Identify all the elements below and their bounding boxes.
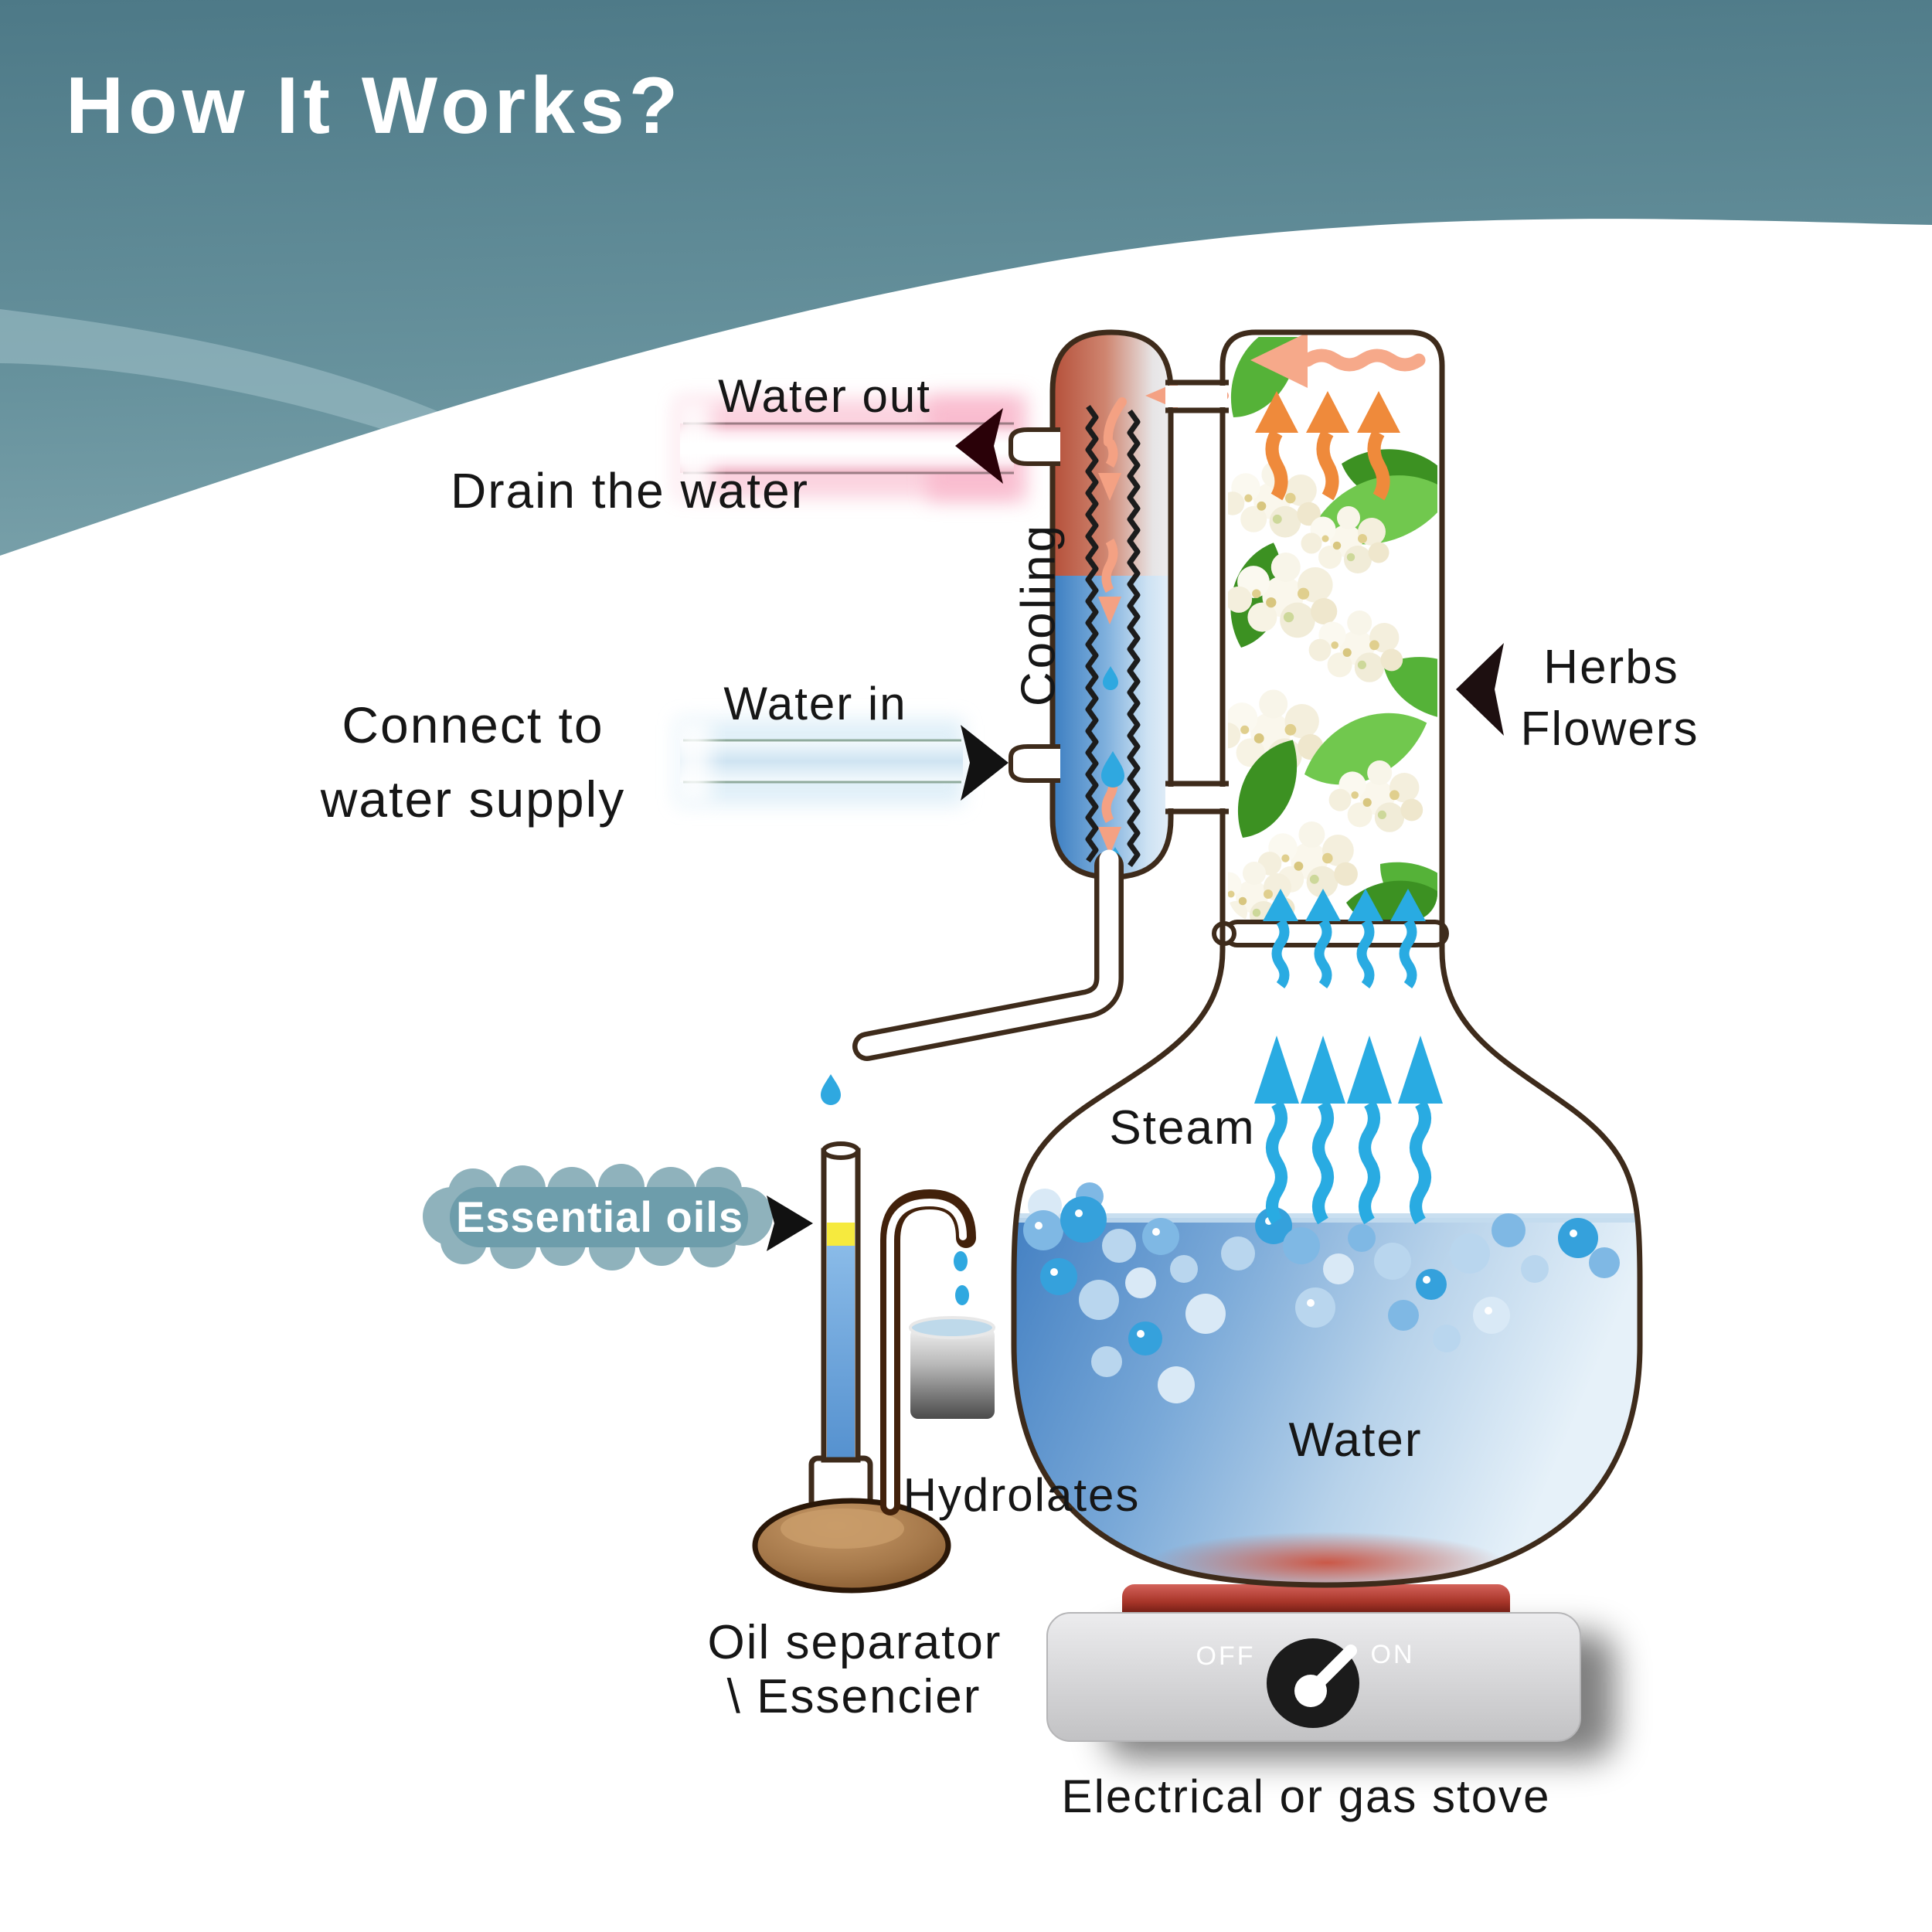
stove bbox=[1046, 1584, 1615, 1760]
distillate-droplet bbox=[821, 1074, 841, 1105]
condensate-arrows bbox=[1098, 397, 1127, 855]
hydrolates-label: Hydrolates bbox=[903, 1469, 1141, 1521]
herbs-label-line2: Flowers bbox=[1520, 702, 1699, 756]
vapor-arrows bbox=[1250, 332, 1426, 501]
oil-separator bbox=[752, 1141, 995, 1594]
separator-tube bbox=[821, 1141, 861, 1463]
hydrolates-cup bbox=[909, 1316, 995, 1419]
column-connectors bbox=[1165, 379, 1229, 815]
condenser-coil bbox=[1085, 404, 1141, 868]
water-in-label: Water in bbox=[723, 678, 907, 730]
still-vessel bbox=[1005, 308, 1654, 1604]
essential-oils-pointer-icon bbox=[767, 1196, 813, 1251]
cooling-label: Cooling bbox=[1012, 522, 1066, 707]
pipe-stubs bbox=[1009, 427, 1060, 783]
herbs-pointer-icon bbox=[1456, 643, 1504, 736]
stove-knob-icon[interactable] bbox=[1267, 1638, 1359, 1728]
oil-separator-label-line1: Oil separator bbox=[707, 1616, 1002, 1669]
stove-on-label: ON bbox=[1370, 1640, 1415, 1669]
hydrolate-hook-pipe bbox=[880, 1189, 976, 1515]
herbs-label-line1: Herbs bbox=[1543, 641, 1679, 694]
essential-oil-layer bbox=[827, 1223, 855, 1246]
steam-arrows-upper bbox=[1263, 889, 1426, 988]
header-accent-curve bbox=[0, 309, 514, 467]
water-in-arrow-icon bbox=[961, 725, 1009, 801]
water-in-pipe bbox=[675, 719, 964, 805]
oil-separator-label-line2: \ Essencier bbox=[726, 1670, 981, 1723]
stove-caption: Electrical or gas stove bbox=[1061, 1770, 1551, 1822]
condenser-outlet-pipe bbox=[852, 849, 1124, 1061]
steam-arrows-lower bbox=[1254, 1036, 1443, 1225]
connect-label-line1: Connect to bbox=[342, 696, 604, 753]
condenser-column bbox=[1049, 329, 1229, 880]
stove-off-label: OFF bbox=[1196, 1641, 1256, 1671]
hydrolate-layer bbox=[827, 1246, 855, 1459]
essential-oils-label: Essential oils bbox=[456, 1192, 743, 1241]
connect-label-line2: water supply bbox=[320, 770, 626, 828]
water-label: Water bbox=[1288, 1413, 1423, 1467]
water-out-label: Water out bbox=[718, 370, 931, 422]
drain-water-label: Drain the water bbox=[451, 463, 809, 519]
page-title: How It Works? bbox=[66, 61, 683, 151]
bubbles bbox=[1023, 1182, 1620, 1403]
steam-label: Steam bbox=[1109, 1101, 1256, 1155]
essential-oils-cloud bbox=[423, 1164, 773, 1270]
pointer-arrows bbox=[767, 408, 1504, 1251]
water-out-arrow-icon bbox=[955, 408, 1003, 484]
